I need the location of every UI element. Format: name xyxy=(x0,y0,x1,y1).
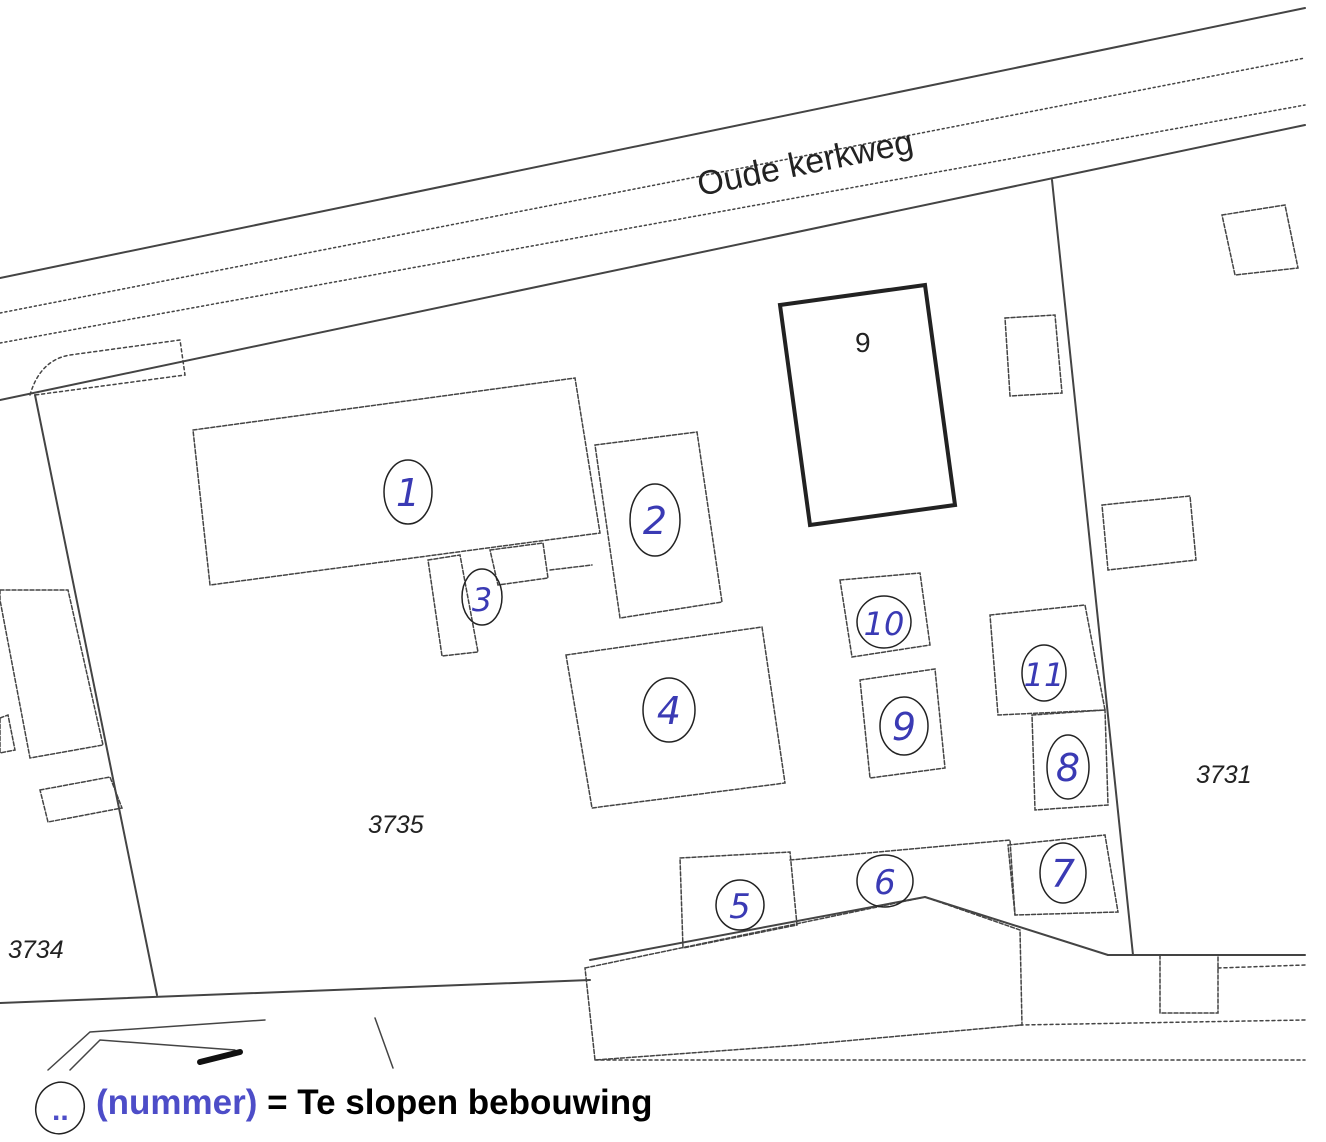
building-5-outline xyxy=(679,851,798,949)
demolition-marker-11-circle xyxy=(1021,644,1067,702)
demolition-number-4: 4 xyxy=(657,689,681,733)
demolition-number-7: 7 xyxy=(1051,852,1075,896)
demolition-marker-8-circle xyxy=(1046,734,1090,800)
demolition-marker-4-circle xyxy=(642,677,696,743)
demolition-number-8: 8 xyxy=(1056,746,1080,790)
demolition-number-5: 5 xyxy=(729,887,751,927)
demolition-marker-6-circle xyxy=(856,854,914,908)
building-3-annex xyxy=(489,542,549,586)
building-9-outline xyxy=(859,668,946,779)
outbuilding-bottom-right xyxy=(1159,954,1219,1014)
demolition-marker-7-circle xyxy=(1039,842,1087,904)
outbuilding-right-3 xyxy=(1101,495,1197,571)
building-3-outline xyxy=(427,554,479,657)
demolition-marker-10-circle xyxy=(856,595,912,649)
neighbor-left-2 xyxy=(39,776,124,823)
parcel-number-3735: 3735 xyxy=(368,811,424,839)
demolition-number-11: 11 xyxy=(1024,656,1065,694)
parcel-boundary-3735 xyxy=(0,179,1306,1004)
neighbor-left-1 xyxy=(0,589,104,759)
legend-keyword: (nummer) xyxy=(96,1083,258,1122)
building-6-outline xyxy=(789,839,1016,916)
legend-symbol-dots: .. xyxy=(52,1094,69,1127)
demolition-number-2: 2 xyxy=(643,499,667,543)
existing-building-label: 9 xyxy=(855,327,871,358)
demolition-marker-9-circle xyxy=(879,696,929,756)
driveway-edge xyxy=(29,339,186,396)
building-4-outline xyxy=(565,626,786,809)
demolition-marker-5-circle xyxy=(715,879,765,931)
parcel-number-3734: 3734 xyxy=(8,936,64,964)
building-8-outline xyxy=(1031,709,1109,811)
bottom-left-road xyxy=(47,1017,394,1071)
building-2-outline xyxy=(594,431,723,619)
building-10-outline xyxy=(839,572,931,658)
demolition-marker-3-circle xyxy=(461,568,503,626)
demolition-number-1: 1 xyxy=(396,471,420,515)
neighbor-left-3 xyxy=(0,713,16,754)
road-oude-kerkweg xyxy=(0,7,1306,401)
legend-text: (nummer) = Te slopen bebouwing xyxy=(96,1083,652,1123)
demolition-number-9: 9 xyxy=(892,705,916,749)
existing-building-9 xyxy=(777,282,958,528)
legend-description: = Te slopen bebouwing xyxy=(267,1083,653,1122)
parcel-number-3731: 3731 xyxy=(1196,761,1252,789)
outbuilding-right-2 xyxy=(1221,204,1299,276)
building-7-outline xyxy=(1007,834,1119,916)
demolition-number-3: 3 xyxy=(472,581,492,619)
legend-circle-icon: .. xyxy=(35,1081,85,1135)
outbuilding-right-1 xyxy=(1004,314,1063,397)
demolition-marker-1-circle xyxy=(383,459,433,525)
legend-symbol: .. xyxy=(30,1074,96,1136)
road-name-label: Oude kerkweg xyxy=(694,123,916,204)
demolition-number-10: 10 xyxy=(864,605,905,643)
lower-building-outline xyxy=(584,896,1023,1061)
demolition-marker-2-circle xyxy=(629,483,681,557)
building-1-outline xyxy=(192,377,601,586)
demolition-number-6: 6 xyxy=(874,863,896,903)
